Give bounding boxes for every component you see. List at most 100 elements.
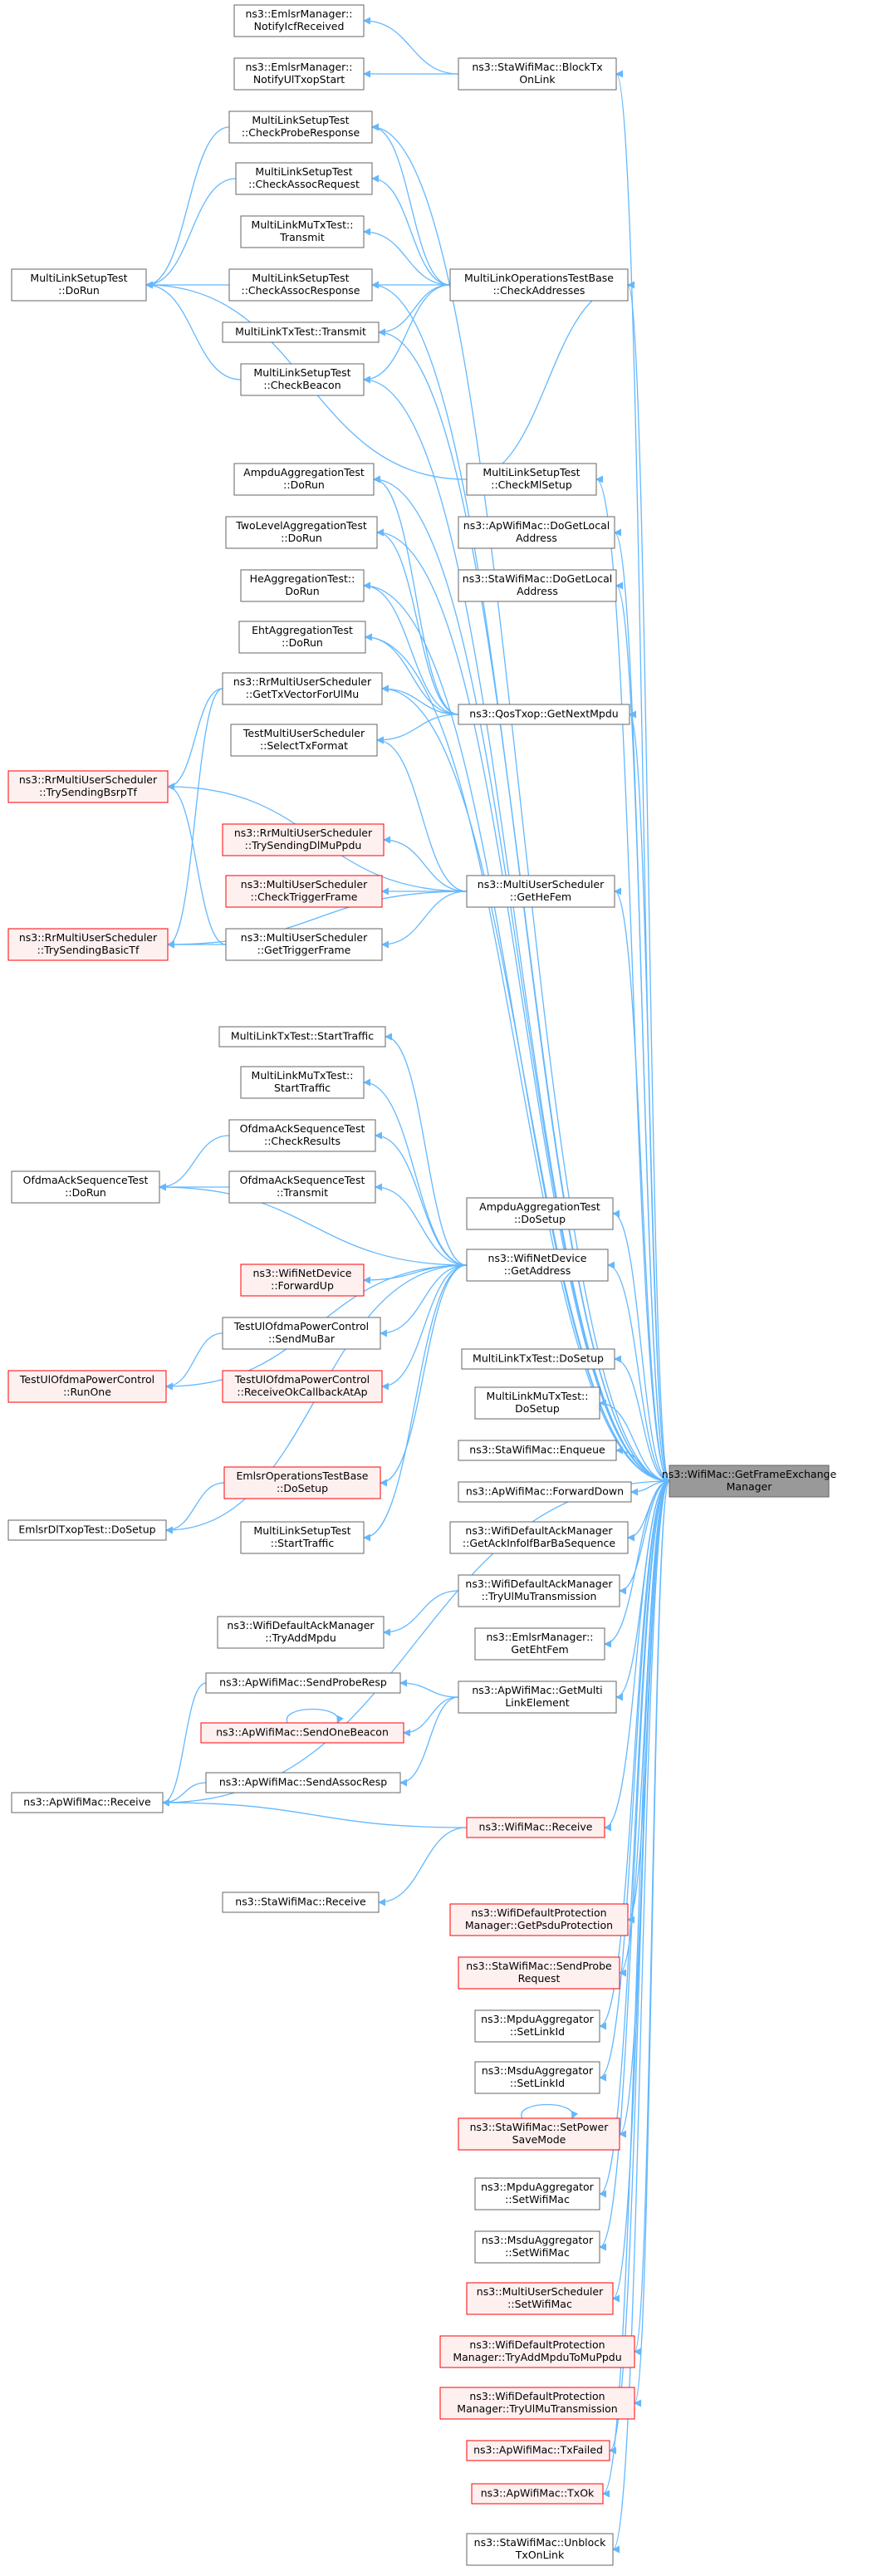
node-msdu_setlink[interactable]: ns3::MsduAggregator::SetLinkId [474, 2061, 600, 2094]
node-rr_gettx[interactable]: ns3::RrMultiUserScheduler::GetTxVectorFo… [222, 672, 383, 705]
node-tpc_recv[interactable]: TestUlOfdmaPowerControl::ReceiveOkCallba… [222, 1370, 383, 1403]
node-mls_mlsetup[interactable]: MultiLinkSetupTest::CheckMlSetup [466, 463, 597, 496]
node-label: EmlsrOperationsTestBase [237, 1470, 369, 1482]
node-label: TestMultiUserScheduler [243, 727, 365, 739]
node-he_dorun[interactable]: HeAggregationTest::DoRun [240, 569, 365, 602]
edge-mpdu_setlink-to-root [599, 1480, 670, 2030]
node-label: ::SetWifiMac [505, 2193, 570, 2206]
node-ofdma_transmit[interactable]: OfdmaAckSequenceTest::Transmit [228, 1170, 376, 1204]
node-mus_setmac[interactable]: ns3::MultiUserScheduler::SetWifiMac [466, 2282, 614, 2315]
node-box [474, 2230, 600, 2264]
node-label: GetEhtFem [511, 1643, 568, 1656]
edge-tmu_select-to-qos_next [376, 714, 459, 744]
node-wdp_getpsdu[interactable]: ns3::WifiDefaultProtectionManager::GetPs… [449, 1903, 629, 1936]
node-sta_enqueue[interactable]: ns3::StaWifiMac::Enqueue [458, 1440, 617, 1461]
node-mlmu_transmit[interactable]: MultiLinkMuTxTest::Transmit [240, 215, 365, 248]
node-mus_gettf[interactable]: ns3::MultiUserScheduler::GetTriggerFrame [225, 928, 383, 961]
node-label: ns3::ApWifiMac::DoGetLocal [463, 519, 610, 532]
node-mltx_setup[interactable]: MultiLinkTxTest::DoSetup [461, 1348, 615, 1370]
edge-mls_beacon-to-root [363, 375, 670, 1482]
node-label: ::SetLinkId [510, 2025, 565, 2038]
node-mpdu_setlink[interactable]: ns3::MpduAggregator::SetLinkId [474, 2009, 600, 2043]
node-mpdu_setmac[interactable]: ns3::MpduAggregator::SetWifiMac [474, 2177, 600, 2210]
node-tmu_select[interactable]: TestMultiUserScheduler::SelectTxFormat [230, 724, 378, 757]
node-label: Manager::TryUlMuTransmission [457, 2402, 617, 2415]
node-ap_sendbeacon[interactable]: ns3::ApWifiMac::SendOneBeacon [200, 1722, 404, 1744]
node-mlmu_start[interactable]: MultiLinkMuTxTest::StartTraffic [240, 1066, 365, 1099]
node-wnd_fwd[interactable]: ns3::WifiNetDevice::ForwardUp [240, 1263, 365, 1297]
node-label: MultiLinkSetupTest [252, 272, 349, 284]
node-wnd_getaddr[interactable]: ns3::WifiNetDevice::GetAddress [466, 1249, 609, 1282]
node-mls_assocreq[interactable]: MultiLinkSetupTest::CheckAssocRequest [235, 162, 373, 195]
edge-wnd_getaddr-to-root [607, 1261, 670, 1482]
node-label: Manager [727, 1480, 773, 1493]
node-wdp_tryadd[interactable]: ns3::WifiDefaultProtectionManager::TryAd… [439, 2335, 635, 2368]
node-eht_dorun[interactable]: EhtAggregationTest::DoRun [238, 621, 366, 654]
node-ofdma_dorun[interactable]: OfdmaAckSequenceTest::DoRun [11, 1170, 160, 1204]
node-ap_sendprobe[interactable]: ns3::ApWifiMac::SendProbeResp [205, 1672, 401, 1694]
node-box [233, 463, 375, 496]
node-box [233, 4, 365, 37]
node-emlsr_dl_setup[interactable]: EmlsrDlTxopTest::DoSetup [7, 1519, 167, 1541]
node-ampdu_dorun[interactable]: AmpduAggregationTest::DoRun [233, 463, 375, 496]
node-mls_dorun[interactable]: MultiLinkSetupTest::DoRun [11, 268, 147, 302]
node-mus_checktf[interactable]: ns3::MultiUserScheduler::CheckTriggerFra… [225, 875, 383, 908]
node-wdam_tryadd[interactable]: ns3::WifiDefaultAckManager::TryAddMpdu [217, 1616, 385, 1649]
node-label: MultiLinkSetupTest [253, 366, 350, 379]
node-qos_next[interactable]: ns3::QosTxop::GetNextMpdu [458, 704, 630, 725]
node-wdam_getack[interactable]: ns3::WifiDefaultAckManager::GetAckInfoIf… [449, 1521, 629, 1554]
node-mltx_transmit[interactable]: MultiLinkTxTest::Transmit [222, 321, 380, 343]
node-emlsr_ulx[interactable]: ns3::EmlsrManager::NotifyUlTxopStart [233, 57, 365, 91]
node-label: Address [516, 532, 557, 544]
node-mus_gethe[interactable]: ns3::MultiUserScheduler::GetHeFem [466, 875, 615, 908]
node-ampdu_setup[interactable]: AmpduAggregationTest::DoSetup [466, 1197, 614, 1230]
node-tpc_sendmubar[interactable]: TestUlOfdmaPowerControl::SendMuBar [222, 1317, 381, 1350]
node-label: ::GetTxVectorForUlMu [246, 688, 359, 700]
node-ap_sendassoc[interactable]: ns3::ApWifiMac::SendAssocResp [205, 1772, 401, 1793]
node-label: ns3::MultiUserScheduler [478, 878, 605, 891]
node-emlsr_base_setup[interactable]: EmlsrOperationsTestBase::DoSetup [223, 1466, 381, 1499]
node-twolevel_dorun[interactable]: TwoLevelAggregationTest::DoRun [225, 516, 378, 549]
node-wdam_tryul[interactable]: ns3::WifiDefaultAckManager::TryUlMuTrans… [458, 1574, 620, 1607]
node-emlsr_geteht[interactable]: ns3::EmlsrManager::GetEhtFem [474, 1627, 605, 1661]
node-emlsr_icf[interactable]: ns3::EmlsrManager::NotifyIcfReceived [233, 4, 365, 37]
node-mltx_start[interactable]: MultiLinkTxTest::StartTraffic [218, 1026, 386, 1048]
node-mls_beacon[interactable]: MultiLinkSetupTest::CheckBeacon [240, 363, 365, 396]
node-mlmu_setup[interactable]: MultiLinkMuTxTest::DoSetup [474, 1386, 600, 1420]
node-tpc_runone[interactable]: TestUlOfdmaPowerControl::RunOne [7, 1370, 167, 1403]
node-rr_bsrp[interactable]: ns3::RrMultiUserScheduler::TrySendingBsr… [7, 770, 169, 803]
node-mls_assocresp[interactable]: MultiLinkSetupTest::CheckAssocResponse [228, 268, 373, 302]
node-label: ::GetAddress [504, 1264, 571, 1277]
node-box [439, 2335, 635, 2368]
node-sta_receive[interactable]: ns3::StaWifiMac::Receive [222, 1892, 380, 1913]
node-mls_probe[interactable]: MultiLinkSetupTest::CheckProbeResponse [228, 110, 373, 144]
node-ap_receive[interactable]: ns3::ApWifiMac::Receive [11, 1792, 164, 1813]
node-wdp_tryul[interactable]: ns3::WifiDefaultProtectionManager::TryUl… [439, 2387, 635, 2420]
node-mls_start[interactable]: MultiLinkSetupTest::StartTraffic [240, 1521, 365, 1554]
edge-wm_receive-to-root [604, 1480, 670, 1832]
edge-mlo_check-to-root [627, 281, 670, 1482]
node-ofdma_check[interactable]: OfdmaAckSequenceTest::CheckResults [228, 1119, 376, 1152]
node-mlo_check[interactable]: MultiLinkOperationsTestBase::CheckAddres… [449, 268, 629, 302]
edge-mls_dorun-to-mls_probe [145, 126, 230, 289]
node-ap_txok[interactable]: ns3::ApWifiMac::TxOk [471, 2483, 604, 2505]
node-rr_basic[interactable]: ns3::RrMultiUserScheduler::TrySendingBas… [7, 928, 169, 961]
node-label: ns3::StaWifiMac::SendProbe [466, 1960, 612, 1972]
node-ap_fwddown[interactable]: ns3::ApWifiMac::ForwardDown [458, 1481, 632, 1503]
node-box [458, 1481, 632, 1503]
node-box [466, 2282, 614, 2315]
node-label: ns3::RrMultiUserScheduler [233, 675, 372, 688]
node-rr_dlmu[interactable]: ns3::RrMultiUserScheduler::TrySendingDlM… [222, 823, 385, 856]
node-wm_receive[interactable]: ns3::WifiMac::Receive [466, 1817, 605, 1838]
edge-tpc_runone-to-tpc_sendmubar [165, 1332, 223, 1391]
node-ap_txfailed[interactable]: ns3::ApWifiMac::TxFailed [466, 2440, 610, 2461]
node-msdu_setmac[interactable]: ns3::MsduAggregator::SetWifiMac [474, 2230, 600, 2264]
